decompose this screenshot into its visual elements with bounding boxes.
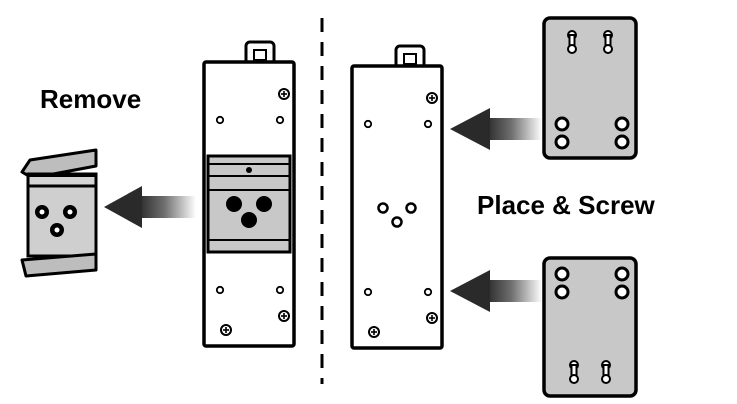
screw-icon: [220, 324, 232, 336]
screw-icon: [426, 312, 438, 324]
remove-label: Remove: [40, 84, 142, 114]
screw-icon: [368, 326, 380, 338]
wall-mount-plate-bottom: [542, 256, 638, 398]
arrow-left-icon: [450, 108, 542, 150]
device-with-din-clip: [202, 40, 296, 348]
wall-mount-plate-top: [542, 16, 638, 160]
din-rail-clip: [20, 148, 98, 278]
arrow-left-icon: [450, 270, 542, 312]
device-wall-mount: [350, 44, 444, 350]
screw-icon: [278, 88, 290, 100]
arrow-left-icon: [104, 186, 196, 228]
place-and-screw-label: Place & Screw: [477, 190, 655, 220]
screw-icon: [426, 92, 438, 104]
screw-icon: [278, 310, 290, 322]
